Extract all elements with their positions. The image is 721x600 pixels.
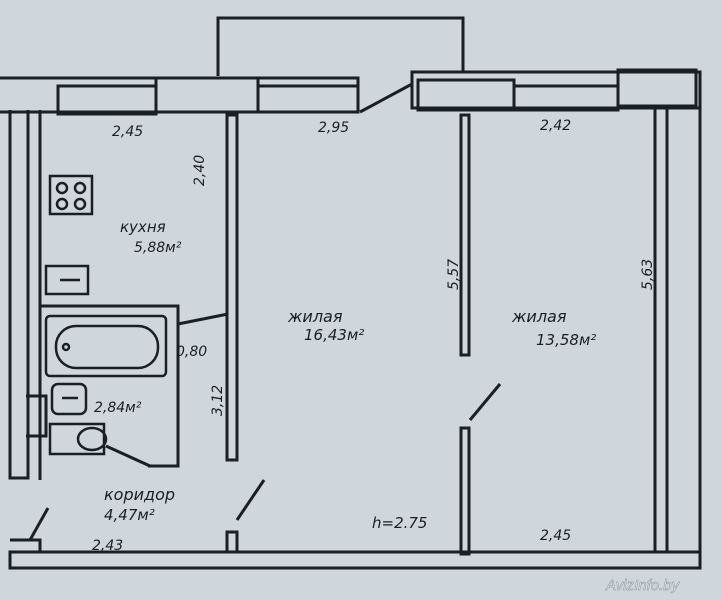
bath-niche [26,394,48,438]
top-wall-right [410,70,702,110]
window-pier-3 [616,68,698,108]
watermark: AvizInfo.by [605,577,681,594]
corridor-area: 4,47м² [104,506,155,524]
washbasin-icon [50,382,88,416]
dim-big-room-width: 2,95 [318,120,349,136]
big-room-area: 16,43м² [304,326,364,344]
dim-small-room-width: 2,42 [540,118,571,134]
window-small-room [512,84,620,112]
top-wall-left [0,76,360,114]
balcony-outline [216,16,465,76]
door-swing-room [468,383,502,421]
kitchen-name: кухня [120,218,166,236]
rooms-partition-lower [459,426,471,556]
bottom-wall [8,550,702,570]
burner-icon [55,181,69,195]
window-pier-1 [154,76,260,114]
left-wall [8,110,30,480]
dim-hall-length: 3,12 [210,385,226,416]
big-room-name: жилая [287,307,343,326]
toilet-bowl-icon [76,426,108,452]
small-room-area: 13,58м² [536,331,596,349]
bottom-wall-step [10,538,42,552]
drain-icon [61,342,71,352]
ceiling-height: h=2.75 [372,514,427,532]
burner-icon [55,197,69,211]
window-pier-2 [416,78,516,112]
burner-icon [73,181,87,195]
fixtures [44,174,168,456]
door-swing-corridor [235,479,266,521]
dim-door-width: 0,80 [176,344,207,360]
burner-icon [73,197,87,211]
right-wall [653,106,669,554]
dim-small-room-bottom: 2,45 [540,528,571,544]
stove-icon [48,174,94,216]
corridor-jamb [225,530,239,554]
walls [0,16,702,570]
dim-big-room-length: 5,57 [446,259,462,290]
toilet-tank-icon [48,422,106,456]
bath-block [40,304,180,468]
bathtub-icon [44,314,168,378]
dim-kitchen-width: 2,45 [112,124,143,140]
window-big-room [256,84,360,114]
dim-kitchen-length: 2,40 [192,155,208,186]
rooms-partition-upper [459,113,471,357]
kitchen-room-partition [225,113,239,462]
window-kitchen [56,84,158,116]
door-swing-balcony [359,82,413,114]
dim-small-room-length: 5,63 [640,259,656,290]
door-swing-entrance [28,507,50,541]
dim-corridor-width: 2,43 [92,538,123,554]
door-swing-bath [177,312,229,326]
corridor-name: коридор [104,485,175,504]
wc-pipe [105,444,151,468]
kitchen-area: 5,88м² [134,240,182,256]
small-room-name: жилая [511,307,567,326]
bathtub-basin-icon [54,324,160,370]
sink-icon [44,264,90,296]
bath-area: 2,84м² [94,400,142,416]
